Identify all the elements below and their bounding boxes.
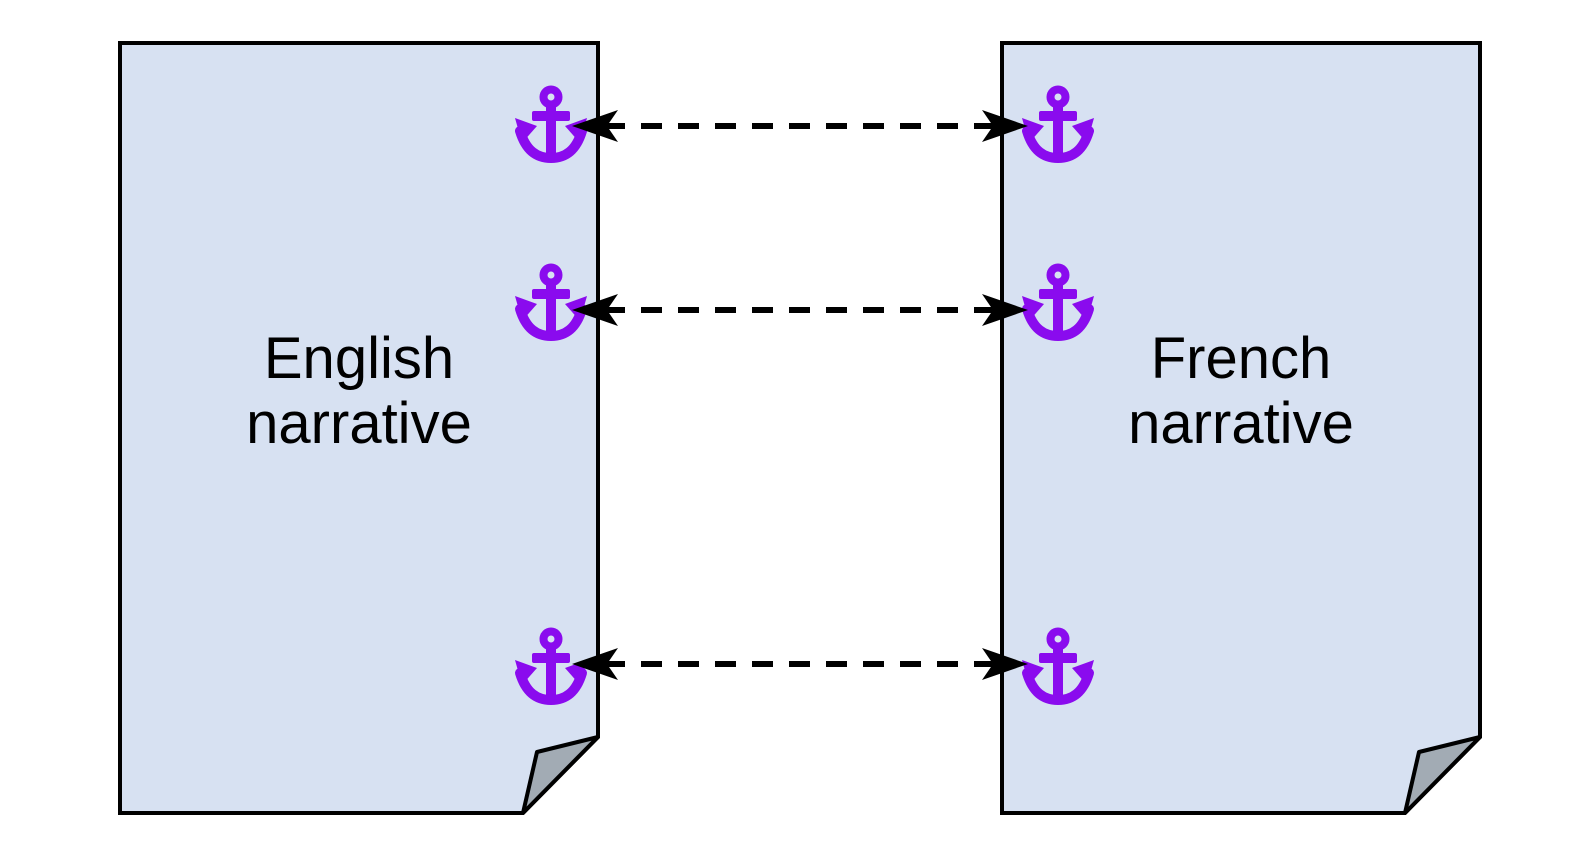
anchor-icon (1020, 85, 1096, 163)
anchor-icon (1020, 263, 1096, 341)
english-document-label: English narrative (246, 326, 472, 456)
bidirectional-dashed-arrow (570, 646, 1030, 682)
french-document-label: French narrative (1128, 326, 1354, 456)
anchor-icon (1020, 627, 1096, 705)
bidirectional-dashed-arrow (570, 108, 1030, 144)
bidirectional-dashed-arrow (570, 292, 1030, 328)
